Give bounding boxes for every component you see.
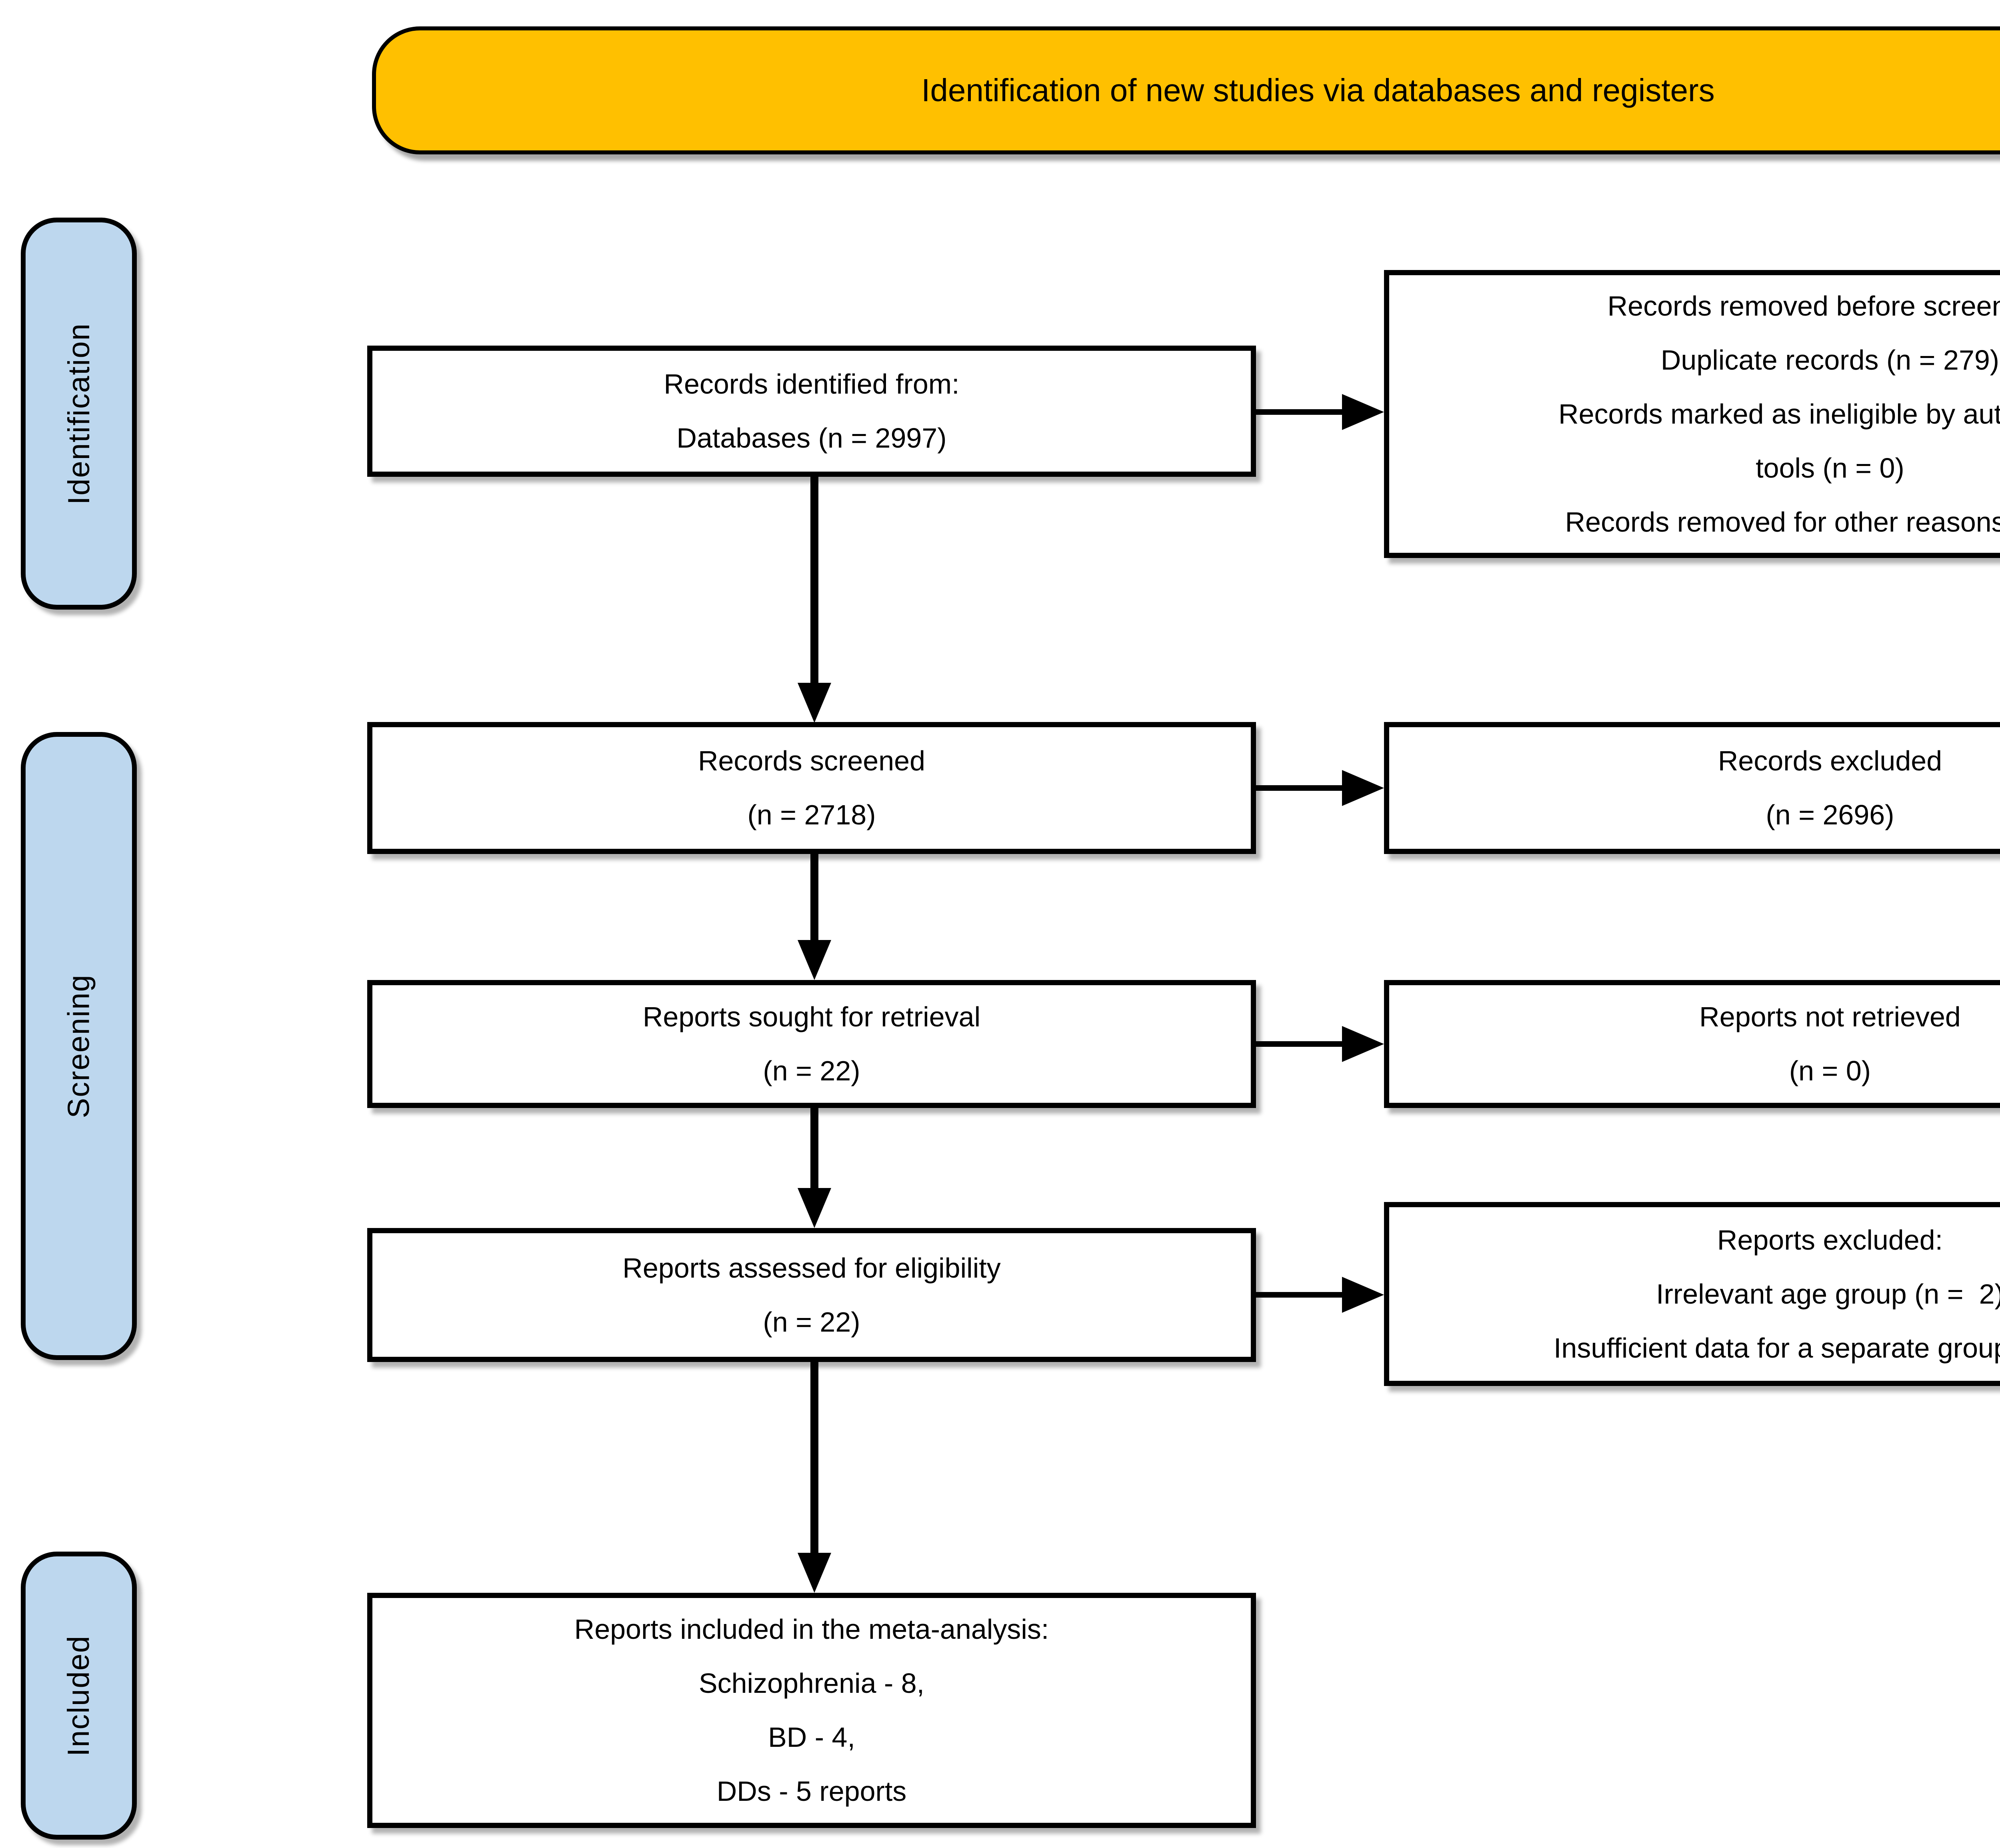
box-text-line: (n = 0) [1789, 1055, 1871, 1086]
arrow-identified-to-removed-head [1342, 394, 1384, 430]
stage-included: Included [21, 1552, 137, 1840]
arrow-sought-to-assessed-shaft [810, 1108, 818, 1189]
arrow-screened-to-excluded-head [1342, 770, 1384, 806]
box-records-screened: Records screened (n = 2718) [367, 722, 1256, 854]
box-text-line: (n = 22) [763, 1055, 860, 1086]
arrow-identified-to-screened-head [798, 683, 831, 723]
stage-screening: Screening [21, 732, 137, 1360]
arrow-screened-to-sought-shaft [810, 854, 818, 941]
stage-included-label: Included [62, 1635, 96, 1756]
box-text-line: Reports sought for retrieval [642, 1001, 981, 1032]
box-text-line: tools (n = 0) [1756, 452, 1904, 484]
arrow-sought-to-assessed-head [798, 1188, 831, 1228]
box-reports-not-retrieved: Reports not retrieved (n = 0) [1384, 980, 2000, 1108]
box-text-line: DDs - 5 reports [716, 1776, 907, 1807]
banner: Identification of new studies via databa… [372, 26, 2000, 154]
arrow-screened-to-sought-head [798, 940, 831, 980]
box-text-line: Irrelevant age group (n = 2) [1656, 1278, 2000, 1310]
box-text-line: Records screened [698, 745, 926, 776]
box-reports-sought: Reports sought for retrieval (n = 22) [367, 980, 1256, 1108]
stage-screening-label: Screening [62, 974, 96, 1118]
box-text-line: Schizophrenia - 8, [698, 1668, 925, 1699]
box-text-line: (n = 2696) [1766, 799, 1894, 830]
box-text-line: Records identified from: [664, 368, 960, 400]
box-text-line: Records marked as ineligible by automati… [1558, 398, 2000, 430]
stage-identification-label: Identification [62, 322, 96, 505]
box-text-line: Records removed for other reasons (n = 0… [1565, 506, 2000, 538]
box-reports-excluded: Reports excluded: Irrelevant age group (n… [1384, 1202, 2000, 1386]
arrow-assessed-to-reportsexcluded-head [1342, 1277, 1384, 1313]
arrow-sought-to-notretrieved-head [1342, 1026, 1384, 1062]
box-text-line: Reports excluded: [1717, 1224, 1943, 1256]
arrow-assessed-to-included-head [798, 1553, 831, 1593]
box-text-line: (n = 22) [763, 1306, 860, 1338]
box-records-removed-before-screening: Records removed before screening: Duplica… [1384, 270, 2000, 558]
box-text-line: Insufficient data for a separate group (… [1553, 1332, 2000, 1364]
box-text-line: Records removed before screening: [1607, 290, 2000, 322]
banner-label: Identification of new studies via databa… [921, 72, 1715, 108]
box-reports-included: Reports included in the meta-analysis: Sc… [367, 1593, 1256, 1828]
box-text-line: Reports assessed for eligibility [622, 1252, 1001, 1284]
box-reports-assessed: Reports assessed for eligibility (n = 22) [367, 1228, 1256, 1362]
arrow-sought-to-notretrieved-shaft [1256, 1041, 1342, 1047]
box-records-excluded: Records excluded (n = 2696) [1384, 722, 2000, 854]
box-text-line: Duplicate records (n = 279) [1660, 344, 2000, 376]
arrow-screened-to-excluded-shaft [1256, 785, 1342, 791]
box-text-line: Reports included in the meta-analysis: [574, 1614, 1049, 1645]
box-records-identified: Records identified from: Databases (n = 2… [367, 346, 1256, 477]
arrow-identified-to-removed-shaft [1256, 409, 1342, 415]
box-text-line: Records excluded [1718, 745, 1942, 776]
box-text-line: Reports not retrieved [1699, 1001, 1961, 1032]
arrow-assessed-to-reportsexcluded-shaft [1256, 1292, 1342, 1298]
stage-identification: Identification [21, 218, 137, 610]
box-text-line: BD - 4, [768, 1722, 855, 1753]
arrow-identified-to-screened-shaft [810, 477, 818, 683]
box-text-line: Databases (n = 2997) [676, 422, 947, 454]
arrow-assessed-to-included-shaft [810, 1362, 818, 1554]
box-text-line: (n = 2718) [747, 799, 876, 830]
